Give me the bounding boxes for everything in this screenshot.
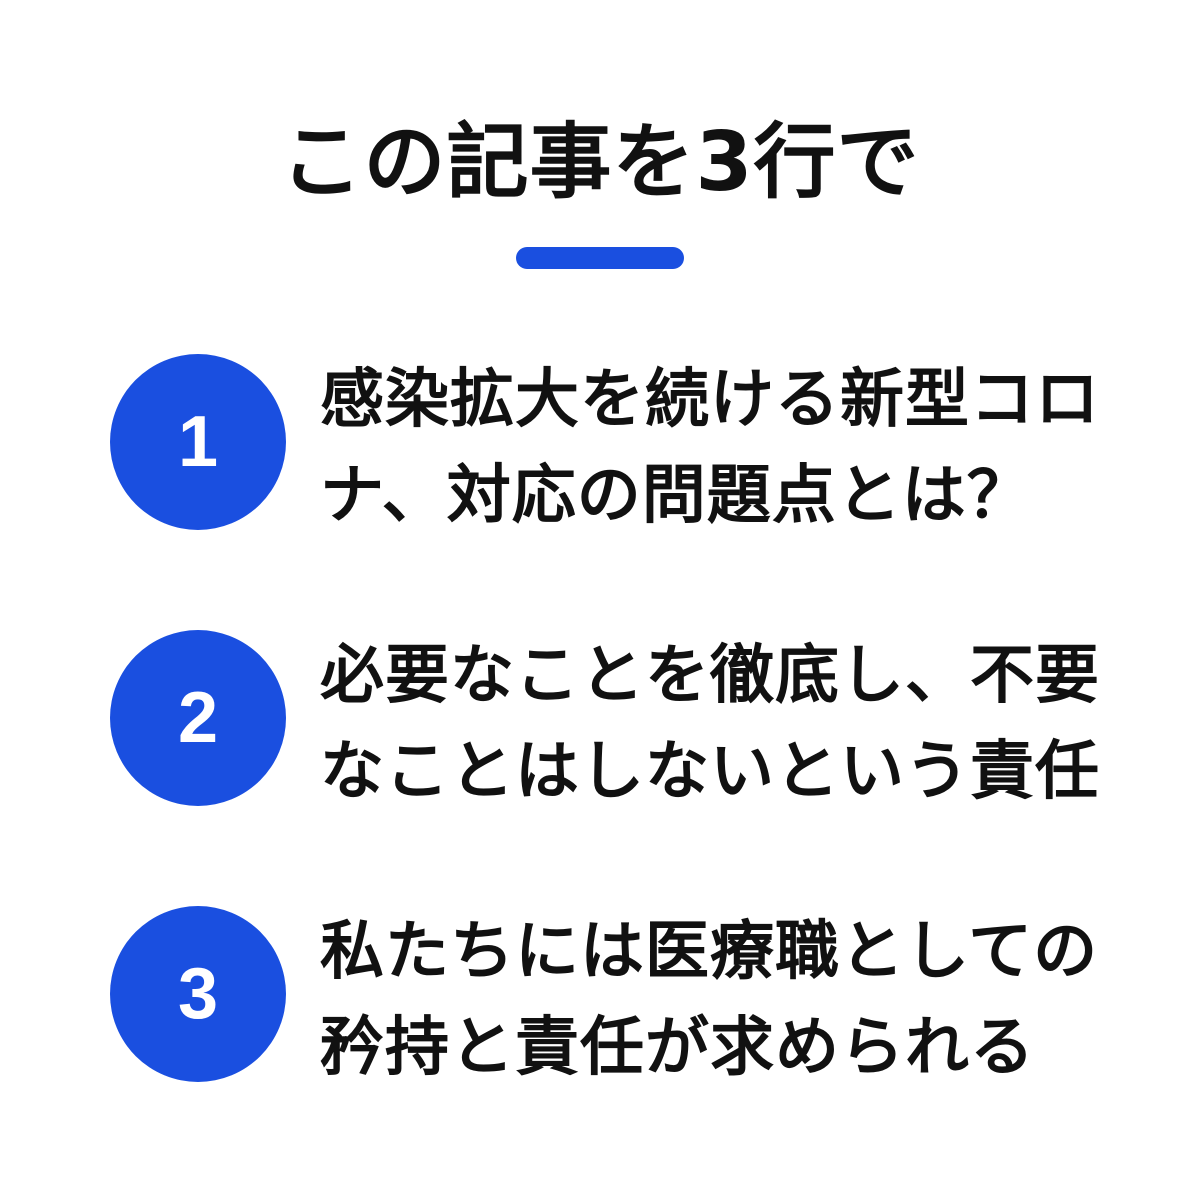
summary-item-3: 3 私たちには医療職としての 矜持と責任が求められる [0, 904, 1200, 1085]
number-badge-3: 3 [110, 906, 286, 1082]
summary-line: なことはしないという責任 [320, 735, 1100, 809]
summary-line: 必要なことを徹底し、不要 [320, 639, 1100, 713]
summary-line: 私たちには医療職としての [320, 915, 1099, 989]
title-underline [516, 247, 684, 269]
number-badge-1: 1 [110, 354, 286, 530]
summary-line: 矜持と責任が求められる [320, 1011, 1035, 1085]
number-badge-2: 2 [110, 630, 286, 806]
summary-text-2: 必要なことを徹底し、不要 なことはしないという責任 [320, 628, 1100, 820]
summary-line: ナ、対応の問題点とは？ [320, 459, 1032, 533]
summary-item-1: 1 感染拡大を続ける新型コロ ナ、対応の問題点とは？ [0, 352, 1200, 533]
summary-item-2: 2 必要なことを徹底し、不要 なことはしないという責任 [0, 628, 1200, 809]
page-title: この記事を3行で [280, 115, 920, 210]
summary-text-3: 私たちには医療職としての 矜持と責任が求められる [320, 904, 1100, 1096]
summary-line: 感染拡大を続ける新型コロ [320, 363, 1100, 437]
summary-text-1: 感染拡大を続ける新型コロ ナ、対応の問題点とは？ [320, 352, 1100, 544]
